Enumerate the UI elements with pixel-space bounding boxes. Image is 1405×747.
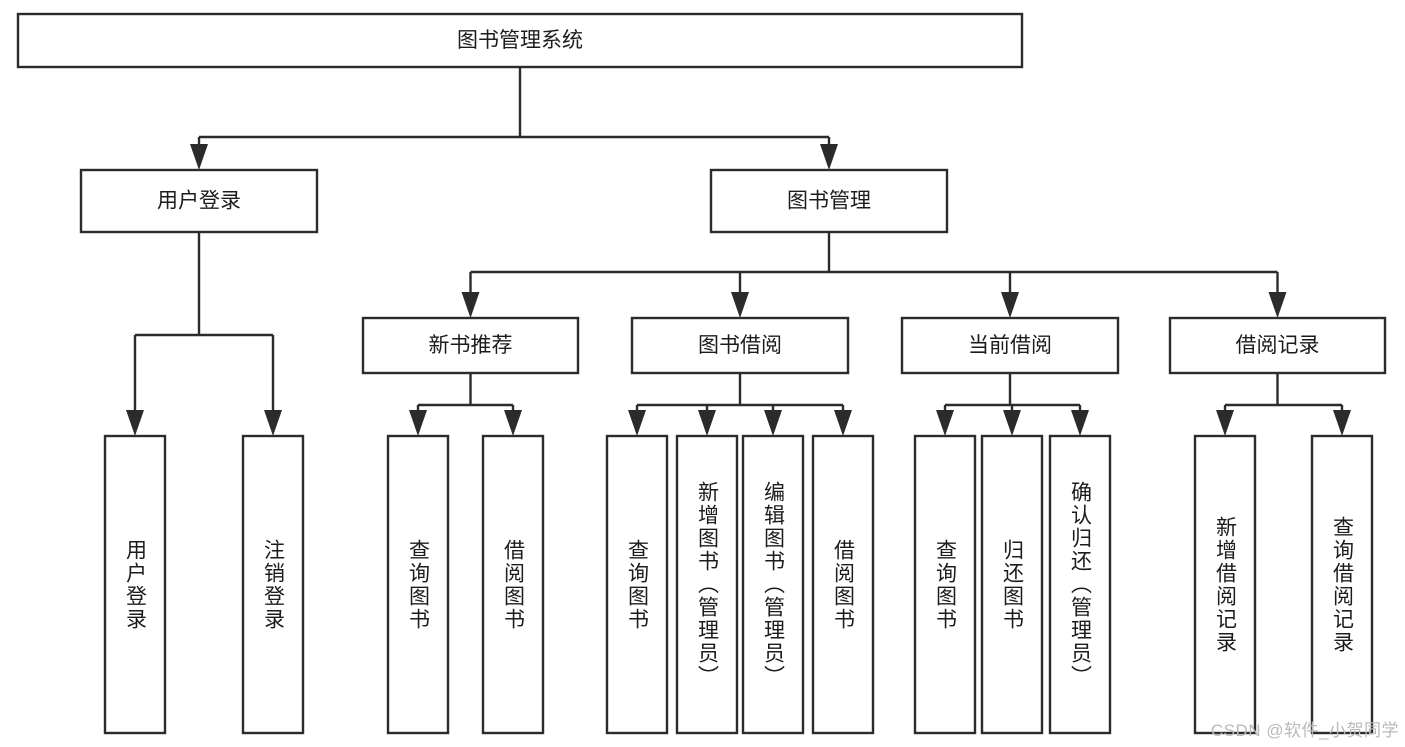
level1-0-to-children-arrow-head-icon-1: [264, 410, 282, 436]
level1-1-to-children-arrow-head-icon-1: [731, 292, 749, 318]
level1-1-child-0-to-leaves-arrow-head-icon-0: [409, 410, 427, 436]
node-label-level1-1-child-1: 图书借阅: [698, 334, 782, 357]
node-box-level1-1-child-0[interactable]: [361, 316, 580, 375]
root-to-level1-arrow-head-icon-0: [190, 144, 208, 170]
level1-1-child-3-to-leaves-arrow-head-icon-1: [1333, 410, 1351, 436]
node-label-level1-0: 用户登录: [157, 190, 241, 213]
node-box-level1-0-child-1[interactable]: [241, 434, 305, 735]
level1-1-child-2-to-leaves-arrow-head-icon-2: [1071, 410, 1089, 436]
root-to-level1-arrow-head-icon-1: [820, 144, 838, 170]
level1-1-to-children-arrow-head-icon-0: [461, 292, 480, 318]
connector-layer: [126, 67, 1351, 436]
node-label-level1-1-child-2: 当前借阅: [968, 334, 1052, 357]
level1-1-child-2-to-leaves-arrow-head-icon-1: [1003, 410, 1021, 436]
node-label-root: 图书管理系统: [457, 29, 583, 52]
level1-1-child-1-to-leaves-arrow-head-icon-2: [764, 410, 782, 436]
node-box-level1-1-child-3-leaf-1[interactable]: [1310, 434, 1374, 735]
level1-1-to-children-arrow-head-icon-2: [1001, 292, 1019, 318]
node-label-level1-1: 图书管理: [787, 190, 871, 213]
node-box-level1-1-child-2-leaf-1[interactable]: [980, 434, 1044, 735]
node-box-level1-1-child-1-leaf-0[interactable]: [605, 434, 669, 735]
level1-1-child-3-to-leaves-arrow-head-icon-0: [1216, 410, 1234, 436]
node-box-level1-1-child-2-leaf-2[interactable]: [1048, 434, 1112, 735]
node-box-level1-1-child-3-leaf-0[interactable]: [1193, 434, 1257, 735]
level1-1-child-1-to-leaves-arrow-head-icon-0: [628, 410, 646, 436]
node-box-root[interactable]: [16, 12, 1024, 69]
node-box-layer: [16, 12, 1387, 735]
node-box-level1-1-child-3[interactable]: [1168, 316, 1387, 375]
level1-1-child-2-to-leaves-arrow-head-icon-0: [936, 410, 954, 436]
level1-1-child-1-to-leaves-arrow-head-icon-3: [834, 410, 852, 436]
node-box-level1-1-child-0-leaf-0[interactable]: [386, 434, 450, 735]
node-box-level1-1-child-1[interactable]: [630, 316, 850, 375]
node-box-level1-1[interactable]: [709, 168, 949, 234]
level1-1-child-1-to-leaves-arrow-head-icon-1: [698, 410, 716, 436]
node-box-level1-0-child-0[interactable]: [103, 434, 167, 735]
node-label-level1-1-child-0: 新书推荐: [429, 334, 513, 357]
level1-1-to-children-arrow-head-icon-3: [1268, 292, 1287, 318]
level1-0-to-children-arrow-head-icon-0: [126, 410, 144, 436]
node-box-level1-1-child-2-leaf-0[interactable]: [913, 434, 977, 735]
node-box-level1-1-child-0-leaf-1[interactable]: [481, 434, 545, 735]
node-label-level1-1-child-3: 借阅记录: [1236, 334, 1320, 357]
node-box-level1-1-child-1-leaf-2[interactable]: [741, 434, 805, 735]
node-box-level1-1-child-1-leaf-1[interactable]: [675, 434, 739, 735]
node-box-level1-0[interactable]: [79, 168, 319, 234]
node-box-level1-1-child-1-leaf-3[interactable]: [811, 434, 875, 735]
watermark-text: CSDN @软件_小贺同学: [1210, 721, 1399, 740]
node-box-level1-1-child-2[interactable]: [900, 316, 1120, 375]
level1-1-child-0-to-leaves-arrow-head-icon-1: [504, 410, 522, 436]
